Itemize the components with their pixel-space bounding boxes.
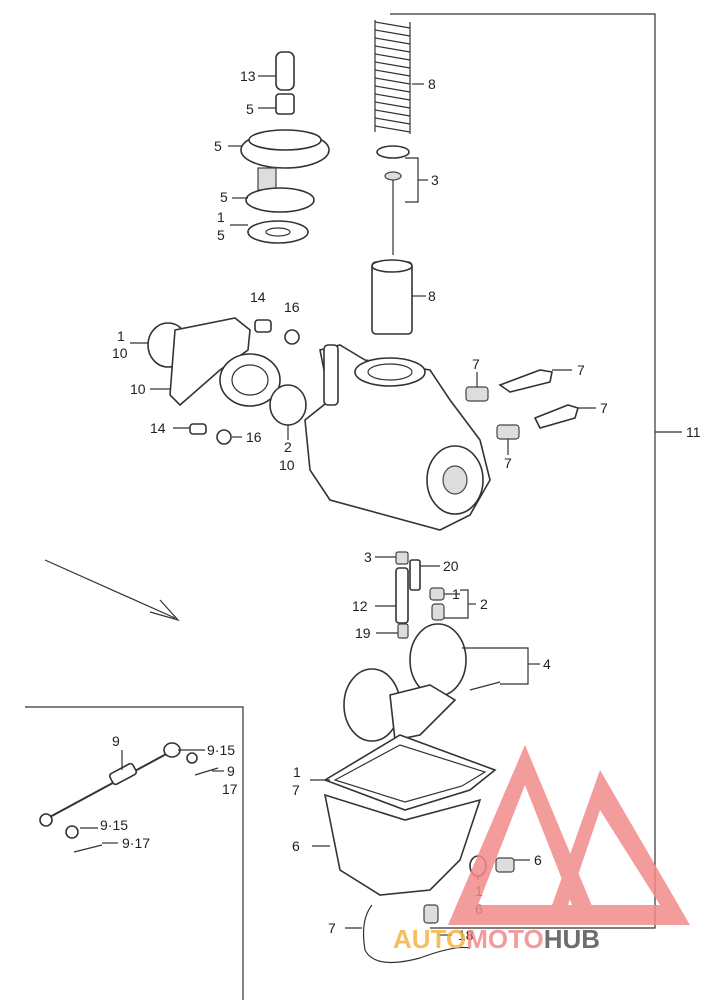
- callout-7: 7: [504, 455, 512, 471]
- callout-5: 5: [217, 227, 225, 243]
- callout-3: 3: [364, 549, 372, 565]
- callout-17: 17: [222, 781, 238, 797]
- callout-9-17: 9·17: [122, 835, 150, 851]
- watermark-logo: AUTOMOTOHUB: [393, 745, 690, 954]
- callout-1: 1: [293, 764, 301, 780]
- callout-6: 6: [534, 852, 542, 868]
- callout-20: 20: [443, 558, 459, 574]
- watermark-triangle-icon: [448, 745, 600, 925]
- callout-16: 16: [284, 299, 300, 315]
- throttle-spring: [374, 20, 411, 134]
- callout-9-15: 9·15: [100, 817, 128, 833]
- callout-9: 9: [112, 733, 120, 749]
- callout-7: 7: [328, 920, 336, 936]
- callout-14: 14: [250, 289, 266, 305]
- callout-5: 5: [246, 101, 254, 117]
- svg-text:AUTOMOTOHUB: AUTOMOTOHUB: [393, 924, 600, 954]
- callout-5: 5: [214, 138, 222, 154]
- direction-arrow: [44, 559, 180, 622]
- callout-10: 10: [279, 457, 295, 473]
- callout-7: 7: [577, 362, 585, 378]
- callout-3: 3: [431, 172, 439, 188]
- callout-14: 14: [150, 420, 166, 436]
- float: [343, 623, 501, 742]
- adjust-screws: [465, 369, 579, 440]
- callout-10: 10: [130, 381, 146, 397]
- callout-2: 2: [480, 596, 488, 612]
- callout-2: 2: [284, 439, 292, 455]
- jets: [395, 551, 445, 639]
- callout-16: 16: [246, 429, 262, 445]
- callout-9: 9: [227, 763, 235, 779]
- needle-clip-and-jet-needle: [376, 145, 410, 255]
- callout-9-15: 9·15: [207, 742, 235, 758]
- callout-18: 18: [458, 927, 474, 943]
- callout-8: 8: [428, 288, 436, 304]
- callout-1: 1: [117, 328, 125, 344]
- callout-7: 7: [472, 356, 480, 372]
- intake-manifold: [147, 317, 307, 445]
- callout-12: 12: [352, 598, 368, 614]
- choke-linkage: [39, 742, 219, 853]
- float-bowl: [323, 734, 515, 924]
- callout-6: 6: [292, 838, 300, 854]
- watermark-hub: HUB: [544, 924, 600, 954]
- watermark-auto: AUTO: [393, 924, 466, 954]
- callout-10: 10: [112, 345, 128, 361]
- inset-frame: [25, 706, 244, 1000]
- callout-8: 8: [428, 76, 436, 92]
- callout-7: 7: [600, 400, 608, 416]
- callout-1: 1: [217, 209, 225, 225]
- assembly-bracket-11: [390, 13, 656, 929]
- cap-assembly: [240, 51, 330, 244]
- callout-11: 11: [686, 424, 701, 440]
- callout-13: 13: [240, 68, 256, 84]
- watermark-moto: MOTO: [466, 924, 544, 954]
- carburetor-body: [304, 344, 491, 531]
- callout-1: 1: [452, 586, 460, 602]
- callout-19: 19: [355, 625, 371, 641]
- callout-5: 5: [220, 189, 228, 205]
- callout-labels: 13 5 5 5 1 5 8 3 8 14 16 1 10 10 14 16 2…: [100, 68, 701, 943]
- callout-4: 4: [543, 656, 551, 672]
- drain-tube: [362, 904, 471, 964]
- throttle-slide: [371, 259, 413, 335]
- callout-7: 7: [292, 782, 300, 798]
